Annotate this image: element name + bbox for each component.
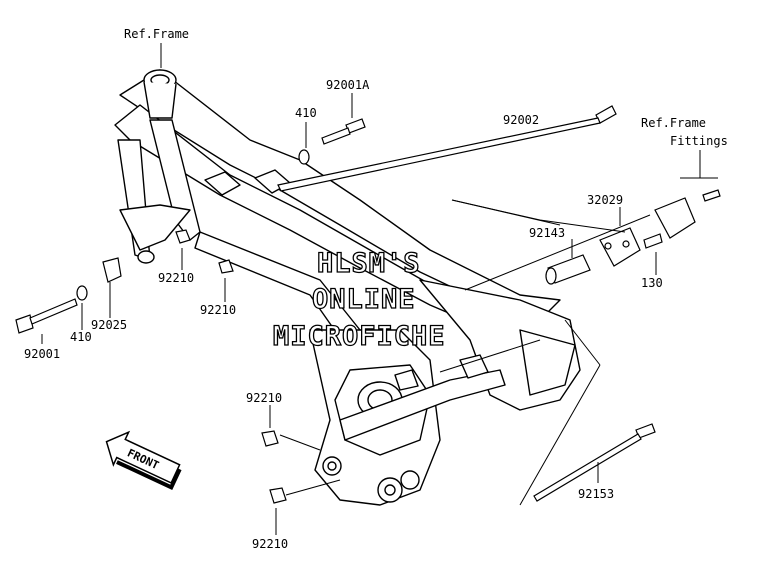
watermark-line3: MICROFICHE — [273, 321, 446, 352]
label-92001: 92001 — [24, 347, 60, 361]
watermark-line1: HLSM'S — [317, 248, 421, 279]
label-130: 130 — [641, 276, 663, 290]
front-arrow-icon: FRONT — [105, 430, 182, 491]
bolt-92153 — [533, 423, 656, 502]
bolt-92002 — [277, 105, 617, 192]
bracket-32029 — [599, 227, 641, 267]
label-410-left: 410 — [70, 330, 92, 344]
label-ref-frame: Ref.Frame — [124, 27, 189, 41]
collar-92143 — [545, 254, 591, 285]
bolt-92001A — [321, 118, 366, 145]
nut-92210-a — [175, 229, 191, 244]
label-92210-d: 92210 — [252, 537, 288, 551]
watermark-line2: ONLINE — [312, 284, 416, 315]
label-92210-b: 92210 — [200, 303, 236, 317]
label-92002: 92002 — [503, 113, 539, 127]
washer-410-left — [76, 285, 88, 301]
label-92153: 92153 — [578, 487, 614, 501]
watermark: HLSM'S ONLINE MICROFICHE — [272, 247, 446, 352]
frame-fittings-bracket — [654, 189, 721, 239]
label-92025: 92025 — [91, 318, 127, 332]
label-410-top: 410 — [295, 106, 317, 120]
washer-410-top — [298, 149, 310, 165]
label-ref-frame-fittings-2: Fittings — [670, 134, 728, 148]
bolt-92001 — [15, 298, 78, 334]
label-ref-frame-fittings-1: Ref.Frame — [641, 116, 706, 130]
plate-92025 — [102, 257, 122, 283]
nut-92210-c — [261, 430, 279, 447]
label-92210-a: 92210 — [158, 271, 194, 285]
label-32029: 32029 — [587, 193, 623, 207]
part-labels: Ref.Frame 92001A 410 92002 Ref.Frame Fit… — [24, 27, 728, 551]
label-92001A: 92001A — [326, 78, 370, 92]
nut-92210-b — [218, 259, 234, 274]
label-92210-c: 92210 — [246, 391, 282, 405]
bolt-130 — [643, 233, 663, 249]
label-92143: 92143 — [529, 226, 565, 240]
motorcycle-frame — [114, 69, 581, 506]
leader-lines — [41, 43, 718, 535]
nut-92210-d — [269, 487, 287, 504]
